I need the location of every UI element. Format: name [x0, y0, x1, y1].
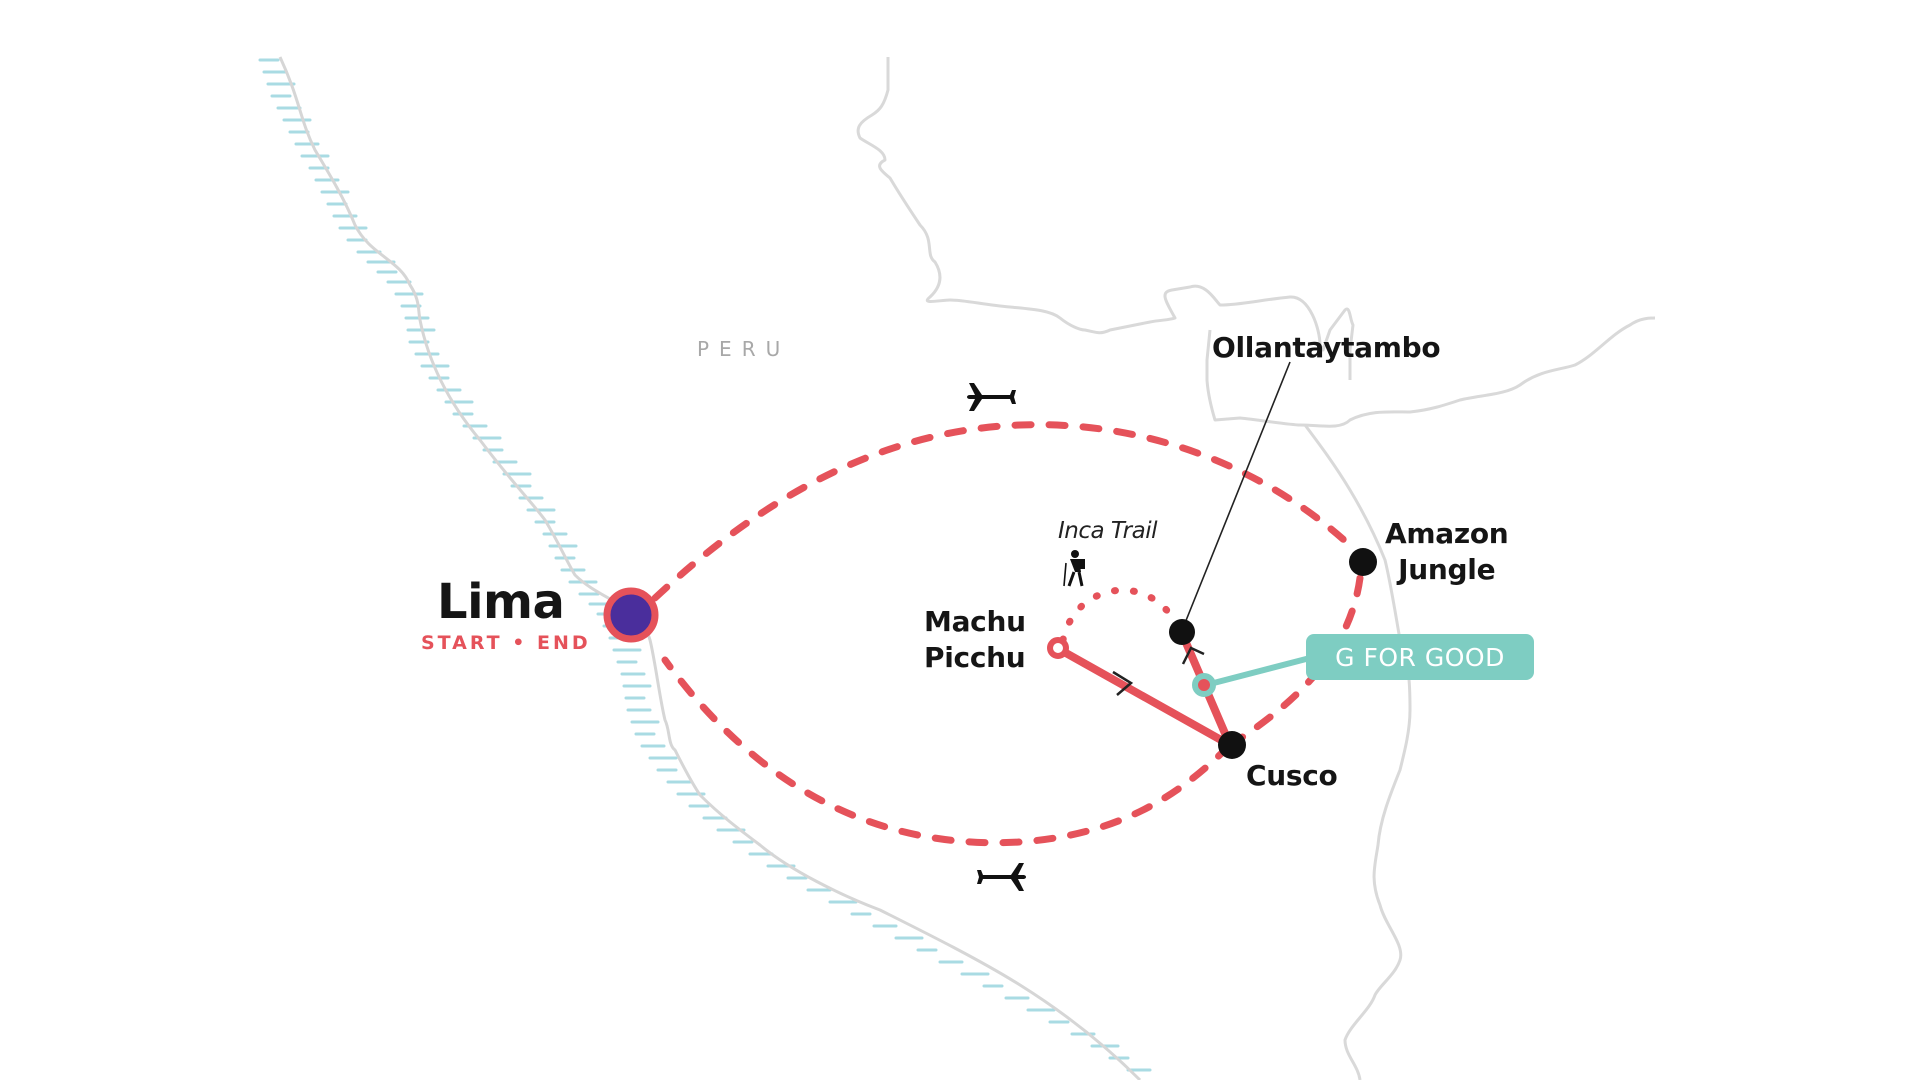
stop-dot-ollantaytambo[interactable]: [1169, 619, 1195, 645]
start-end-tag: START • END: [421, 632, 591, 654]
leader-line-ollantaytambo: [1182, 361, 1291, 629]
border-southeast: [1303, 424, 1412, 1080]
stop-label-amazon-line1: Amazon: [1385, 517, 1509, 550]
stop-label-amazon: Amazon Jungle: [1385, 516, 1509, 588]
stop-dot-machu-picchu[interactable]: [1047, 637, 1069, 659]
coastline: [278, 56, 1142, 1080]
hiker-icon: [1063, 550, 1085, 587]
route-flight-lima-amazon: [651, 421, 1359, 602]
route-flight-cusco-lima: [661, 656, 1234, 847]
stop-dot-amazon[interactable]: [1349, 548, 1377, 576]
coast-hatching: [258, 58, 1152, 1072]
start-end-marker[interactable]: [603, 587, 659, 643]
stop-label-machu-picchu-line2: Picchu: [924, 641, 1026, 674]
border-north: [856, 57, 1355, 380]
stop-label-machu-picchu: Machu Picchu: [924, 604, 1026, 676]
stop-label-amazon-line2: Jungle: [1398, 553, 1496, 586]
border-east: [1205, 316, 1656, 428]
good-connector-line: [1205, 655, 1311, 688]
stop-label-cusco: Cusco: [1246, 759, 1338, 792]
route-trek-inca-trail: [1059, 586, 1182, 644]
stop-label-machu-picchu-line1: Machu: [924, 605, 1026, 638]
inca-trail-label: Inca Trail: [1058, 518, 1158, 544]
good-connector-ring: [1192, 673, 1216, 697]
start-city-label: Lima: [437, 574, 565, 630]
plane-icon: [967, 383, 1016, 411]
route-machu-picchu-cusco: [1053, 644, 1234, 749]
country-label: PERU: [697, 337, 791, 361]
stop-dot-cusco[interactable]: [1218, 731, 1246, 759]
stop-label-ollantaytambo: Ollantaytambo: [1212, 331, 1441, 364]
plane-icon: [977, 863, 1026, 891]
chevron-arrow-icon: [1181, 646, 1205, 665]
g-for-good-badge[interactable]: G FOR GOOD: [1306, 634, 1534, 680]
chevron-arrow-icon: [1112, 670, 1134, 696]
